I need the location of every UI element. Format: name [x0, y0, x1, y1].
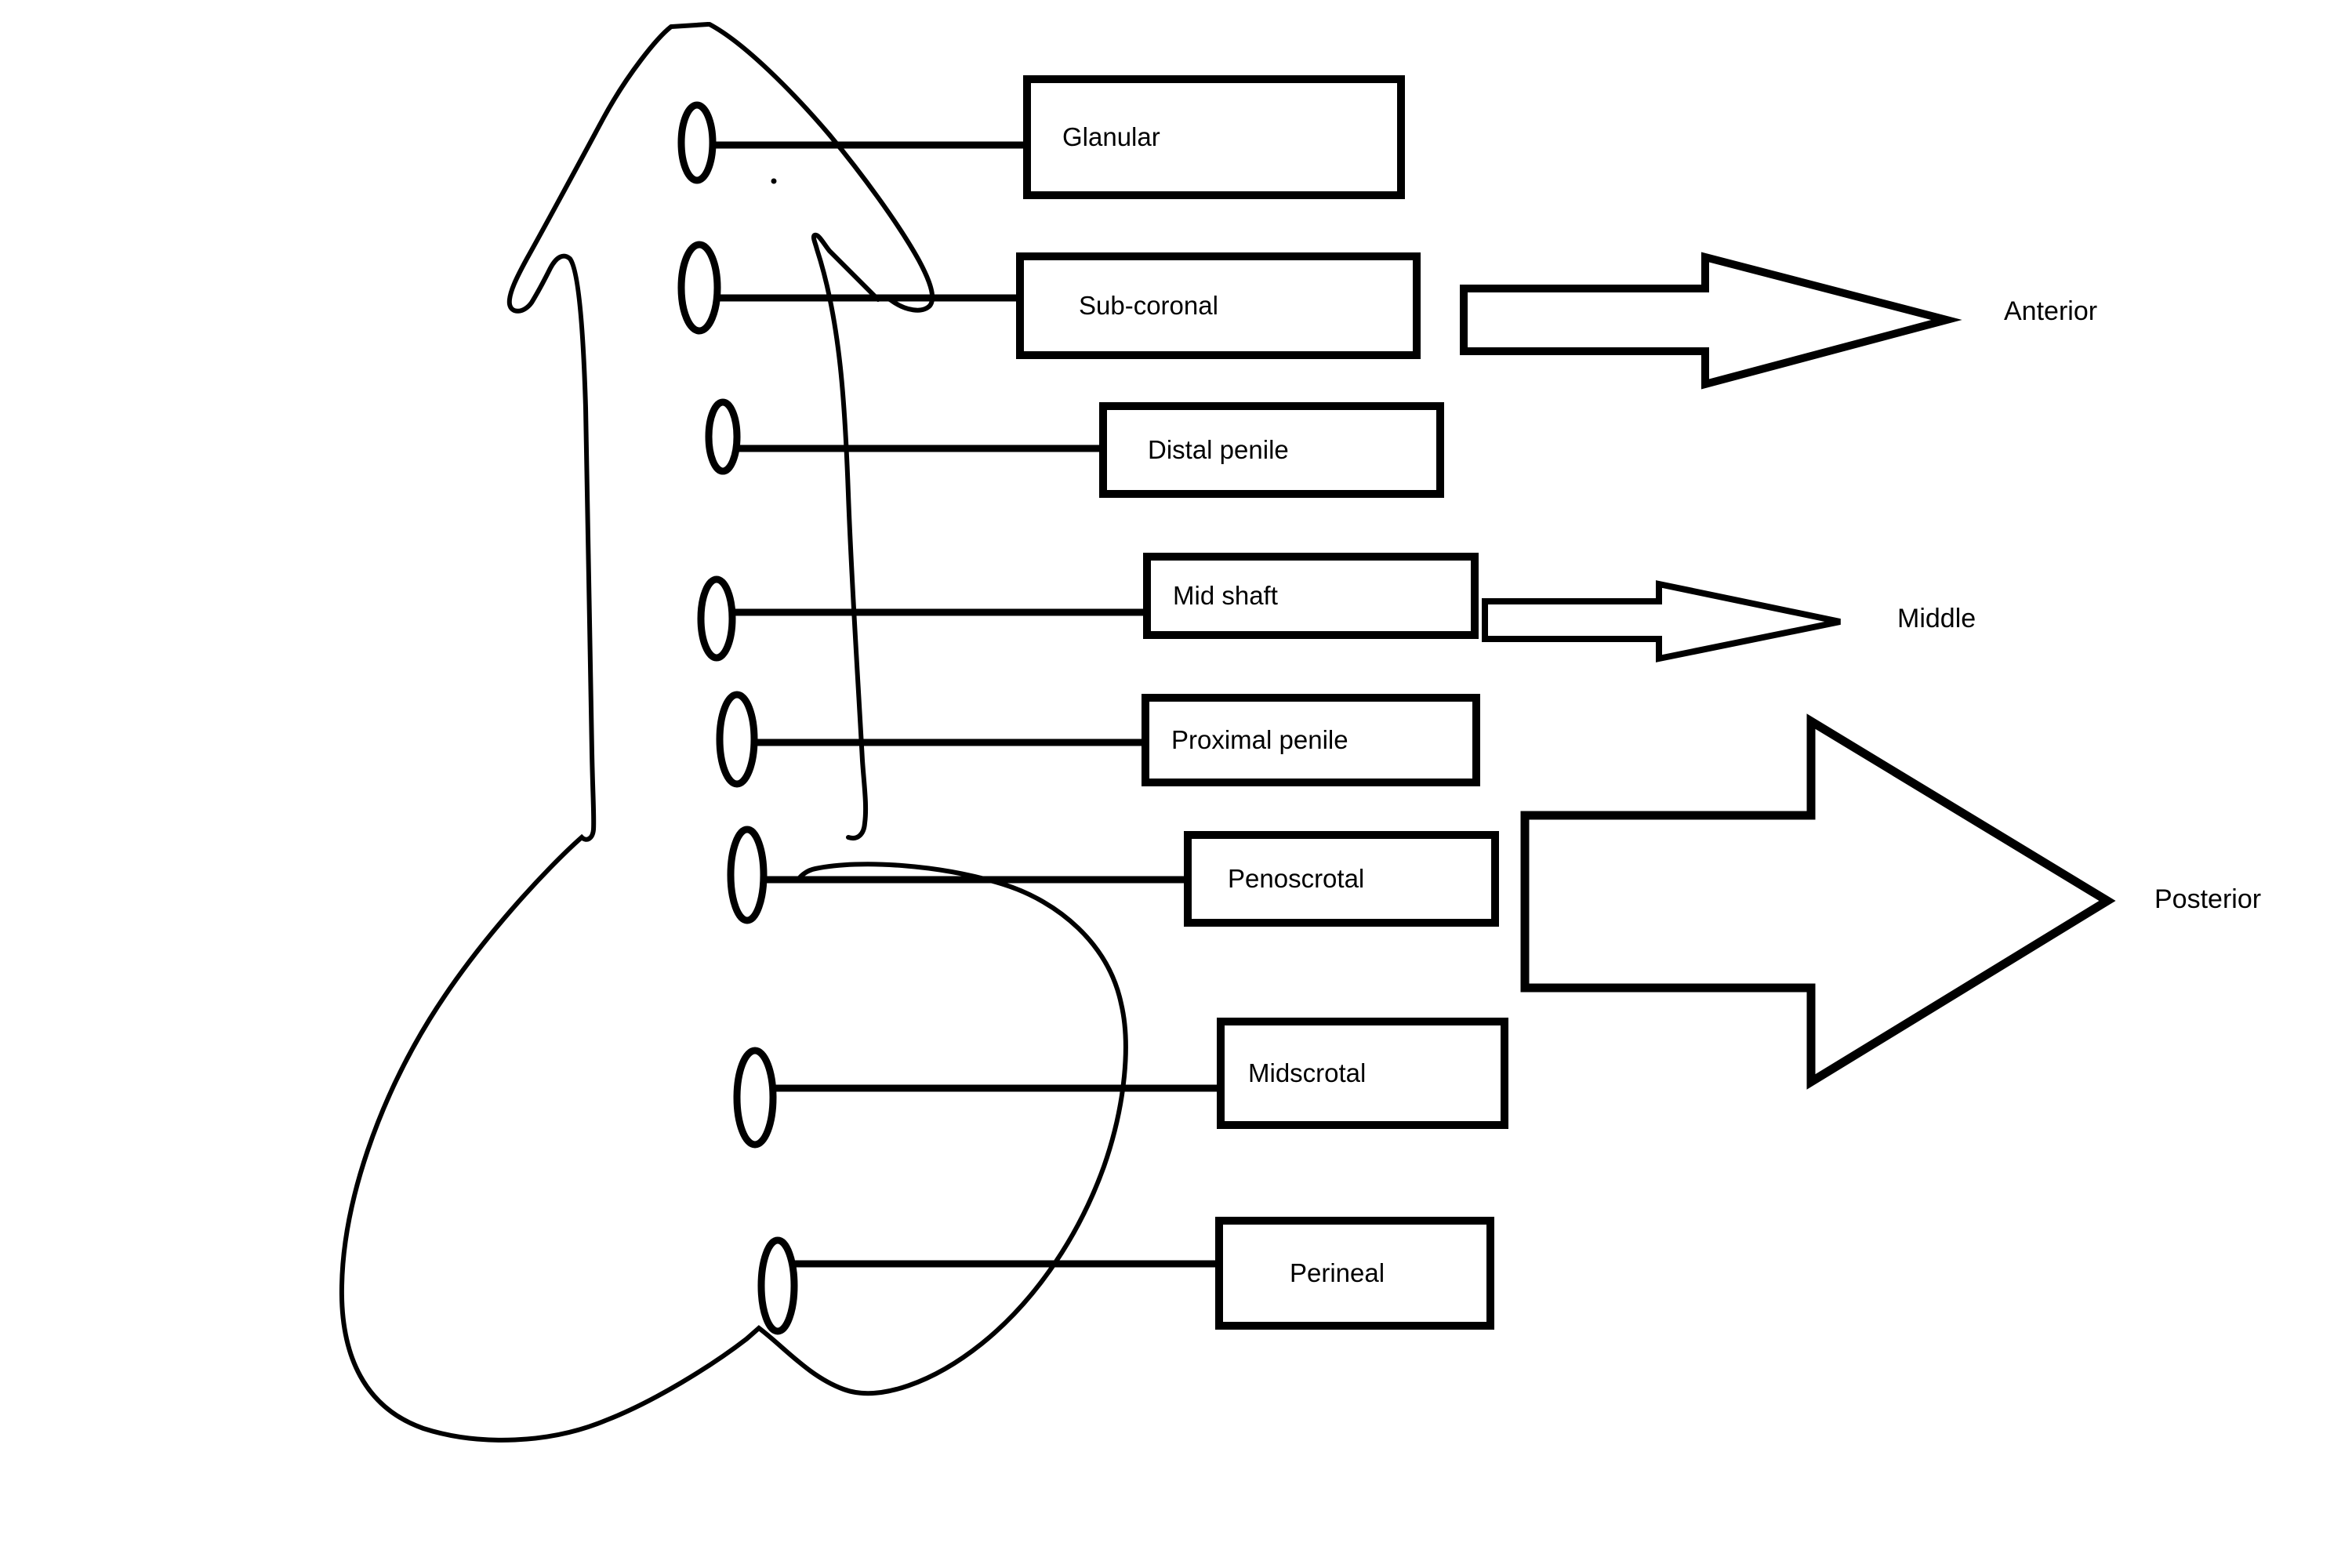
- meatus-marker-midshaft: [697, 575, 736, 662]
- direction-text-posterior: Posterior: [2154, 884, 2262, 914]
- label-text-subcoronal: Sub-coronal: [1079, 291, 1218, 320]
- label-text-penoscrotal: Penoscrotal: [1228, 864, 1365, 893]
- direction-label-anterior: Anterior: [2004, 296, 2097, 327]
- label-box-perineal: Perineal: [1215, 1217, 1494, 1330]
- figure-outline-left: [339, 22, 1128, 1443]
- label-box-glanular: Glanular: [1023, 75, 1405, 199]
- stray-stroke: [811, 232, 878, 840]
- meatus-marker-glanular: [677, 101, 717, 184]
- meatus-marker-perineal: [757, 1236, 798, 1335]
- label-text-perineal: Perineal: [1290, 1258, 1385, 1287]
- direction-text-middle: Middle: [1897, 604, 1976, 633]
- label-text-proximal: Proximal penile: [1171, 725, 1348, 754]
- anterior-arrow: [1460, 252, 1962, 390]
- direction-text-anterior: Anterior: [2004, 296, 2098, 326]
- label-box-subcoronal: Sub-coronal: [1016, 252, 1421, 359]
- label-box-proximal: Proximal penile: [1142, 694, 1480, 786]
- label-text-glanular: Glanular: [1062, 122, 1160, 151]
- meatus-marker-subcoronal: [677, 241, 721, 335]
- label-box-distal: Distal penile: [1099, 402, 1444, 498]
- posterior-arrow: [1520, 713, 2116, 1090]
- label-text-midscrotal: Midscrotal: [1248, 1058, 1367, 1087]
- meatus-marker-distal: [705, 398, 741, 475]
- label-box-midshaft: Mid shaft: [1143, 553, 1479, 639]
- meatus-marker-penoscrotal: [727, 826, 768, 924]
- meatus-marker-midscrotal: [733, 1047, 777, 1149]
- meatus-marker-proximal: [716, 691, 758, 788]
- ink-dot: [771, 178, 777, 184]
- label-box-penoscrotal: Penoscrotal: [1184, 831, 1499, 927]
- label-text-distal: Distal penile: [1148, 435, 1289, 464]
- label-box-midscrotal: Midscrotal: [1217, 1018, 1508, 1129]
- direction-label-posterior: Posterior: [2154, 884, 2261, 915]
- direction-label-middle: Middle: [1897, 604, 1976, 634]
- middle-arrow: [1482, 580, 1841, 662]
- label-text-midshaft: Mid shaft: [1173, 581, 1278, 610]
